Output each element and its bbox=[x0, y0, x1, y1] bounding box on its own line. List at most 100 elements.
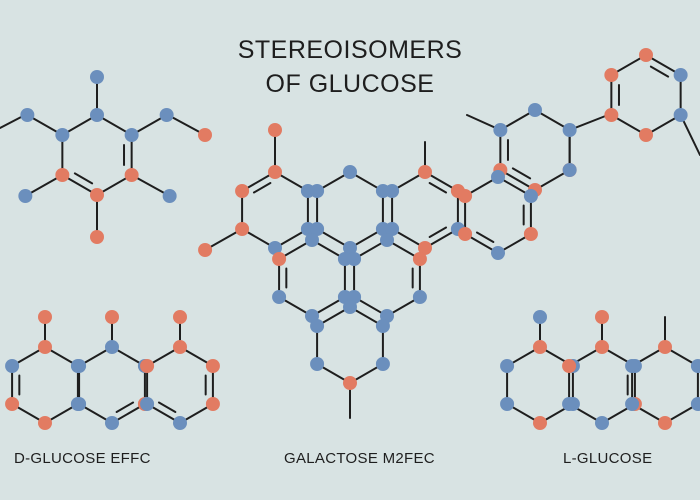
atom-node bbox=[412, 290, 427, 304]
atom-node bbox=[604, 108, 619, 122]
atom-node bbox=[343, 300, 357, 314]
atom-node bbox=[690, 397, 700, 411]
atom-node bbox=[673, 108, 688, 122]
atom-node bbox=[523, 189, 538, 203]
atom-node bbox=[72, 397, 87, 411]
bond-line bbox=[167, 114, 206, 136]
atom-node bbox=[268, 241, 282, 255]
bond-line bbox=[511, 167, 532, 180]
atom-node bbox=[595, 340, 609, 354]
atom-node bbox=[625, 359, 640, 373]
atom-node bbox=[90, 70, 104, 84]
atom-node bbox=[105, 340, 119, 354]
atom-node bbox=[38, 340, 52, 354]
atom-node bbox=[458, 189, 473, 203]
molecule-label-left: D-GLUCOSE EFFC bbox=[14, 450, 151, 467]
bond-line bbox=[157, 401, 177, 413]
atom-node bbox=[198, 243, 213, 257]
atom-node bbox=[173, 310, 187, 324]
atom-node bbox=[347, 252, 362, 266]
atom-node bbox=[72, 359, 87, 373]
atom-node bbox=[639, 48, 653, 62]
atom-node bbox=[385, 222, 400, 236]
atom-node bbox=[458, 227, 473, 241]
bond-line bbox=[73, 172, 94, 185]
atom-node bbox=[198, 128, 212, 142]
atom-node bbox=[124, 168, 139, 182]
atom-node bbox=[595, 310, 609, 324]
bond-line bbox=[649, 65, 670, 78]
atom-node bbox=[375, 357, 390, 371]
atom-node bbox=[140, 397, 155, 411]
atom-node bbox=[562, 123, 577, 137]
molecule-label-center: GALACTOSE M2FEC bbox=[284, 450, 435, 467]
molecule-label-right: L-GLUCOSE bbox=[563, 450, 653, 467]
atom-node bbox=[604, 68, 619, 82]
atom-node bbox=[18, 189, 33, 203]
atom-node bbox=[38, 416, 52, 430]
atom-node bbox=[523, 227, 538, 241]
atom-node bbox=[562, 397, 577, 411]
atom-layer bbox=[5, 48, 700, 430]
atom-node bbox=[639, 128, 653, 142]
atom-node bbox=[412, 252, 427, 266]
atom-node bbox=[205, 359, 220, 373]
atom-node bbox=[418, 241, 432, 255]
atom-node bbox=[500, 397, 515, 411]
atom-node bbox=[533, 416, 547, 430]
bond-line bbox=[428, 182, 448, 194]
atom-node bbox=[310, 319, 325, 333]
atom-node bbox=[90, 108, 104, 122]
bond-line bbox=[475, 231, 495, 243]
atom-node bbox=[173, 416, 187, 430]
bond-line bbox=[428, 226, 448, 238]
atom-node bbox=[105, 310, 119, 324]
atom-node bbox=[272, 290, 287, 304]
atom-node bbox=[235, 184, 250, 198]
atom-node bbox=[658, 340, 672, 354]
atom-node bbox=[343, 376, 357, 390]
atom-node bbox=[595, 416, 609, 430]
bond-line bbox=[679, 114, 700, 156]
bond-line bbox=[204, 228, 244, 251]
atom-node bbox=[528, 103, 542, 117]
atom-node bbox=[205, 397, 220, 411]
atom-node bbox=[268, 123, 282, 137]
atom-node bbox=[55, 128, 70, 142]
atom-node bbox=[310, 222, 325, 236]
atom-node bbox=[343, 241, 357, 255]
atom-node bbox=[272, 252, 287, 266]
atom-node bbox=[173, 340, 187, 354]
atom-node bbox=[38, 310, 52, 324]
atom-node bbox=[658, 416, 672, 430]
atom-node bbox=[90, 230, 104, 244]
atom-node bbox=[690, 359, 700, 373]
atom-node bbox=[124, 128, 139, 142]
atom-node bbox=[375, 319, 390, 333]
atom-node bbox=[105, 416, 119, 430]
bond-layer bbox=[0, 54, 700, 424]
atom-node bbox=[235, 222, 250, 236]
atom-node bbox=[493, 123, 508, 137]
atom-node bbox=[310, 184, 325, 198]
atom-node bbox=[385, 184, 400, 198]
bond-line bbox=[115, 401, 135, 413]
atom-node bbox=[562, 359, 577, 373]
atom-node bbox=[159, 108, 174, 122]
atom-node bbox=[500, 359, 515, 373]
atom-node bbox=[491, 246, 505, 260]
atom-node bbox=[673, 68, 688, 82]
atom-node bbox=[533, 340, 547, 354]
atom-node bbox=[310, 357, 325, 371]
atom-node bbox=[533, 310, 547, 324]
atom-node bbox=[305, 233, 319, 247]
atom-node bbox=[268, 165, 282, 179]
atom-node bbox=[90, 188, 104, 202]
bond-line bbox=[252, 182, 272, 194]
diagram-title-line-2: OF GLUCOSE bbox=[265, 70, 435, 98]
atom-node bbox=[55, 168, 70, 182]
atom-node bbox=[5, 397, 20, 411]
atom-node bbox=[418, 165, 432, 179]
atom-node bbox=[5, 359, 20, 373]
